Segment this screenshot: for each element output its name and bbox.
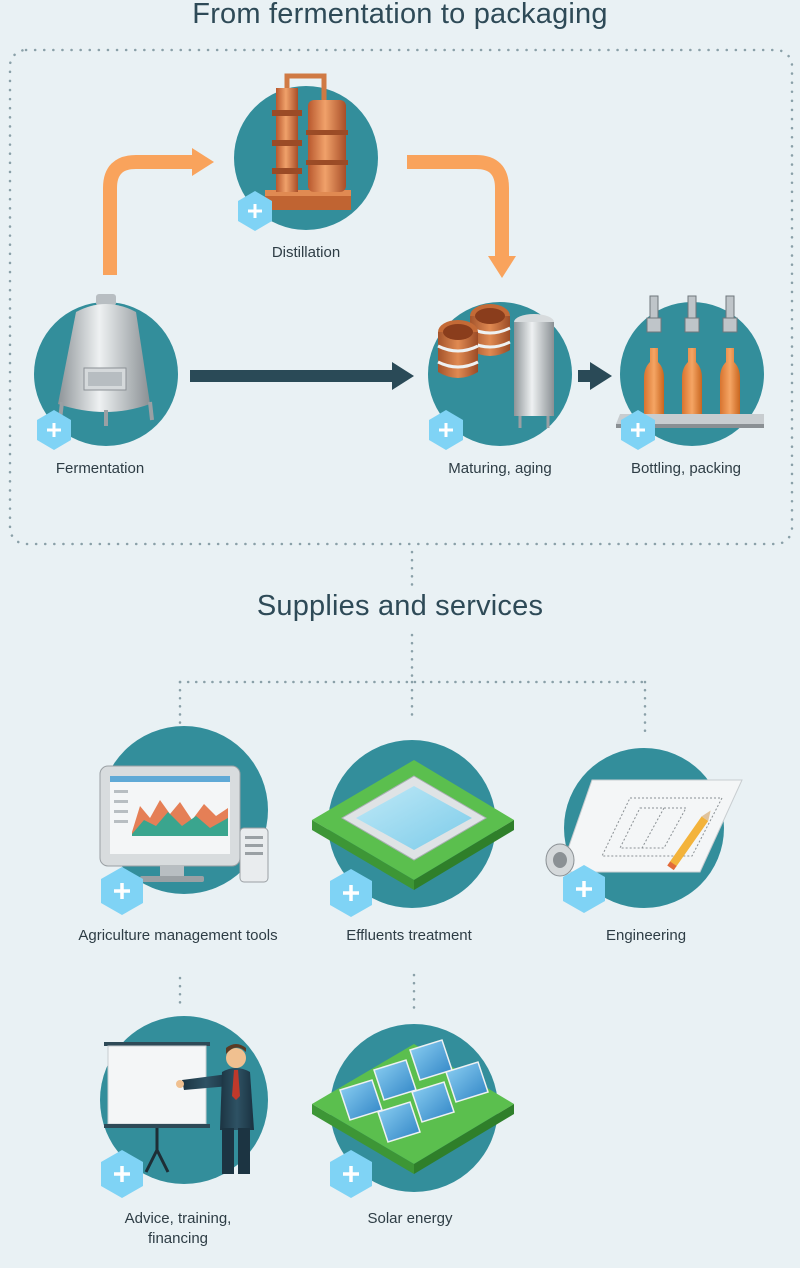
fermentation-plus-icon[interactable]: [37, 410, 71, 450]
bottling-node[interactable]: [616, 295, 764, 450]
agriculture-plus-icon[interactable]: [101, 867, 143, 915]
maturing-node[interactable]: [428, 302, 572, 450]
label-distillation: Distillation: [271, 244, 341, 261]
engineering-plus-icon[interactable]: [563, 865, 605, 913]
bottling-line-icon: [616, 295, 764, 428]
process-title: From fermentation to packaging: [192, 0, 608, 30]
fermentation-tank-icon: [58, 294, 154, 426]
solar-plus-icon[interactable]: [330, 1150, 372, 1198]
label-agriculture: Agriculture management tools: [78, 927, 278, 944]
engineering-node[interactable]: [545, 748, 743, 913]
process-frame: [8, 48, 794, 546]
advice-node[interactable]: [100, 1016, 268, 1198]
distillation-plus-icon[interactable]: [238, 191, 272, 231]
dark-arrow-short: [578, 362, 612, 390]
label-effluents: Effluents treatment: [346, 927, 472, 944]
dark-arrow-long: [190, 362, 414, 390]
label-maturing: Maturing, aging: [448, 460, 552, 477]
distillation-column-icon: [265, 73, 351, 210]
orange-arrow-down: [407, 155, 516, 278]
label-advice: Advice, training, financing: [124, 1210, 232, 1247]
label-fermentation: Fermentation: [55, 460, 145, 477]
solar-node[interactable]: [312, 1024, 514, 1198]
label-solar: Solar energy: [367, 1210, 453, 1227]
advice-plus-icon[interactable]: [101, 1150, 143, 1198]
treatment-basin-icon: [312, 760, 514, 890]
services-title: Supplies and services: [256, 590, 544, 622]
blueprint-icon: [545, 779, 743, 877]
effluents-node[interactable]: [312, 740, 514, 917]
distillation-node[interactable]: [234, 73, 378, 231]
solar-panels-icon: [312, 1039, 514, 1174]
service-connectors: [178, 550, 647, 1012]
agriculture-node[interactable]: [99, 726, 269, 915]
computer-chart-icon: [99, 765, 269, 883]
label-bottling: Bottling, packing: [630, 460, 742, 477]
maturing-plus-icon[interactable]: [429, 410, 463, 450]
label-engineering: Engineering: [605, 927, 687, 944]
barrels-icon: [437, 304, 554, 428]
effluents-plus-icon[interactable]: [330, 869, 372, 917]
presenter-board-icon: [104, 1042, 254, 1174]
bottling-plus-icon[interactable]: [621, 410, 655, 450]
fermentation-node[interactable]: [34, 294, 178, 450]
orange-arrow-up: [103, 148, 214, 275]
